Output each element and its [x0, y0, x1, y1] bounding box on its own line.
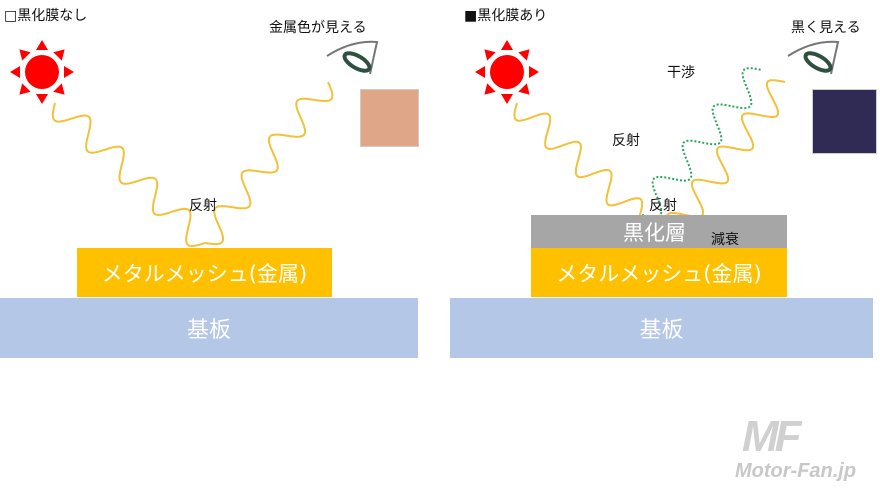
- eye-icon: [342, 51, 372, 73]
- sun-ray-icon: [64, 66, 74, 78]
- black-layer: 黒化層: [531, 215, 787, 248]
- left-title: □黒化膜なし: [4, 8, 88, 24]
- sun-ray-icon: [529, 66, 539, 78]
- right-metal-mesh: メタルメッシュ(金属): [531, 248, 787, 297]
- sun-ray-icon: [36, 40, 48, 50]
- right-result-label: 黒く見える: [791, 20, 861, 36]
- left-sun-icon: [25, 55, 59, 89]
- left-substrate: 基板: [0, 298, 418, 358]
- sun-ray-icon: [36, 94, 48, 104]
- black-layer-label: 黒化層: [623, 220, 686, 245]
- left-incident-wave: [51, 102, 206, 247]
- sun-ray-icon: [484, 83, 496, 95]
- sun-ray-icon: [53, 49, 65, 61]
- sun-ray-icon: [10, 66, 20, 78]
- right-reflect-upper-label: 反射: [612, 133, 640, 149]
- sun-ray-icon: [53, 83, 65, 95]
- sun-ray-icon: [19, 49, 31, 61]
- interference-wave: [641, 67, 763, 218]
- interference-label: 干渉: [667, 65, 695, 81]
- sun-ray-icon: [518, 83, 530, 95]
- sun-ray-icon: [501, 40, 513, 50]
- sun-ray-icon: [19, 83, 31, 95]
- eye-icon: [803, 51, 833, 73]
- metal-color-swatch: [360, 89, 419, 147]
- right-sun-icon: [490, 55, 524, 89]
- right-substrate: 基板: [450, 298, 873, 358]
- right-title: ■黒化膜あり: [464, 8, 548, 24]
- left-metal-mesh: メタルメッシュ(金属): [77, 248, 332, 297]
- left-result-label: 金属色が見える: [269, 20, 367, 36]
- left-reflected-wave: [204, 81, 334, 246]
- black-color-swatch: [812, 89, 877, 154]
- left-reflect-label: 反射: [189, 198, 217, 214]
- sun-ray-icon: [475, 66, 485, 78]
- right-incident-wave: [513, 102, 656, 235]
- logo-mark: MF: [742, 412, 801, 461]
- right-attenuated-wave: [659, 79, 786, 251]
- attenuation-label: 減衰: [711, 232, 739, 248]
- sun-ray-icon: [518, 49, 530, 61]
- sun-ray-icon: [501, 94, 513, 104]
- eye-outline-icon: [787, 40, 840, 75]
- right-reflect-lower-label: 反射: [649, 198, 677, 214]
- eye-outline-icon: [326, 40, 379, 75]
- logo-text: Motor-Fan.jp: [735, 460, 857, 482]
- sun-ray-icon: [484, 49, 496, 61]
